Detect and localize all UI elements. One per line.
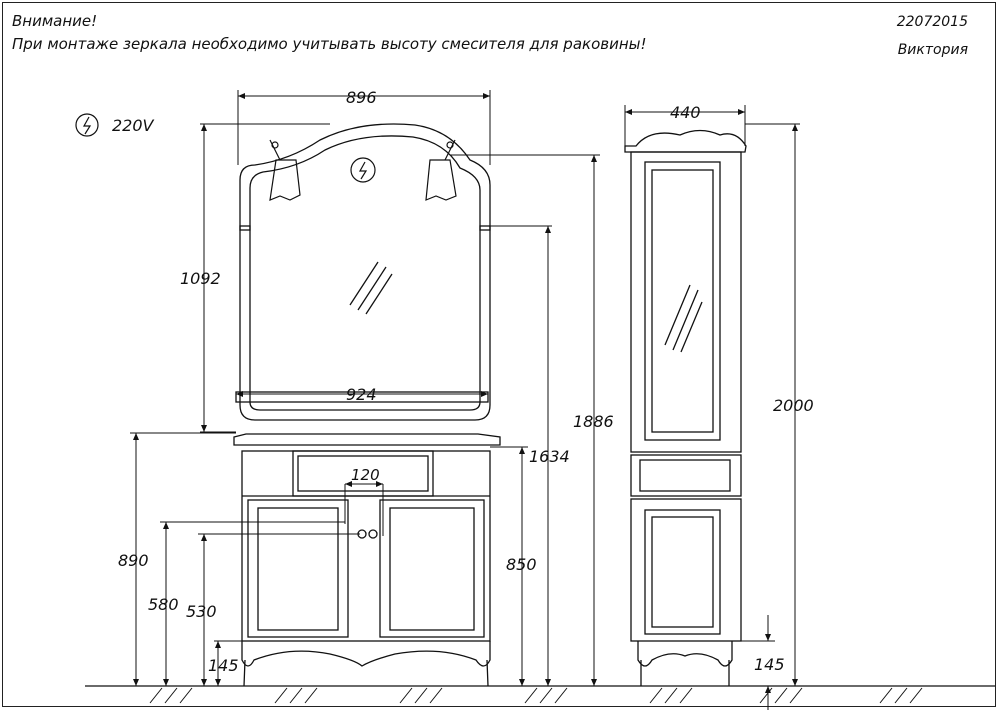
dim-countertop-height: 890 <box>118 551 149 570</box>
product-code: 22072015 <box>896 14 968 30</box>
lightning-circle-icon <box>350 157 376 183</box>
collection-name: Виктория <box>897 42 968 58</box>
column-cabinet <box>624 129 747 686</box>
dim-column-width: 440 <box>670 103 701 122</box>
lightning-circle-icon <box>75 113 99 137</box>
dim-pipe-spacing: 120 <box>351 466 380 484</box>
dim-column-height: 2000 <box>773 396 814 415</box>
wall-lamp-right <box>425 139 457 201</box>
wall-lamp-left <box>269 139 301 201</box>
voltage-label: 220V <box>112 116 155 135</box>
dim-mirror-bottom: 1634 <box>529 447 570 466</box>
warning-text: При монтаже зеркала необходимо учитывать… <box>12 35 647 53</box>
dim-leg-left: 145 <box>208 656 239 675</box>
warning-title: Внимание! <box>12 12 98 30</box>
dimension-labels: 896 924 440 1092 1886 1634 2000 850 890 … <box>118 88 814 675</box>
dim-cabinet-height: 850 <box>506 555 537 574</box>
mirror <box>239 123 491 421</box>
floor <box>85 685 995 704</box>
dim-cabinet-width: 924 <box>346 385 377 404</box>
dim-leg-right: 145 <box>754 655 785 674</box>
vanity-cabinet <box>233 391 501 687</box>
dim-pipe-530: 530 <box>186 602 217 621</box>
dimension-lines <box>130 90 800 710</box>
dim-pipe-580: 580 <box>148 595 179 614</box>
dim-mirror-height: 1092 <box>180 269 221 288</box>
dim-mirror-width: 896 <box>346 88 377 107</box>
dim-total-height: 1886 <box>573 412 614 431</box>
